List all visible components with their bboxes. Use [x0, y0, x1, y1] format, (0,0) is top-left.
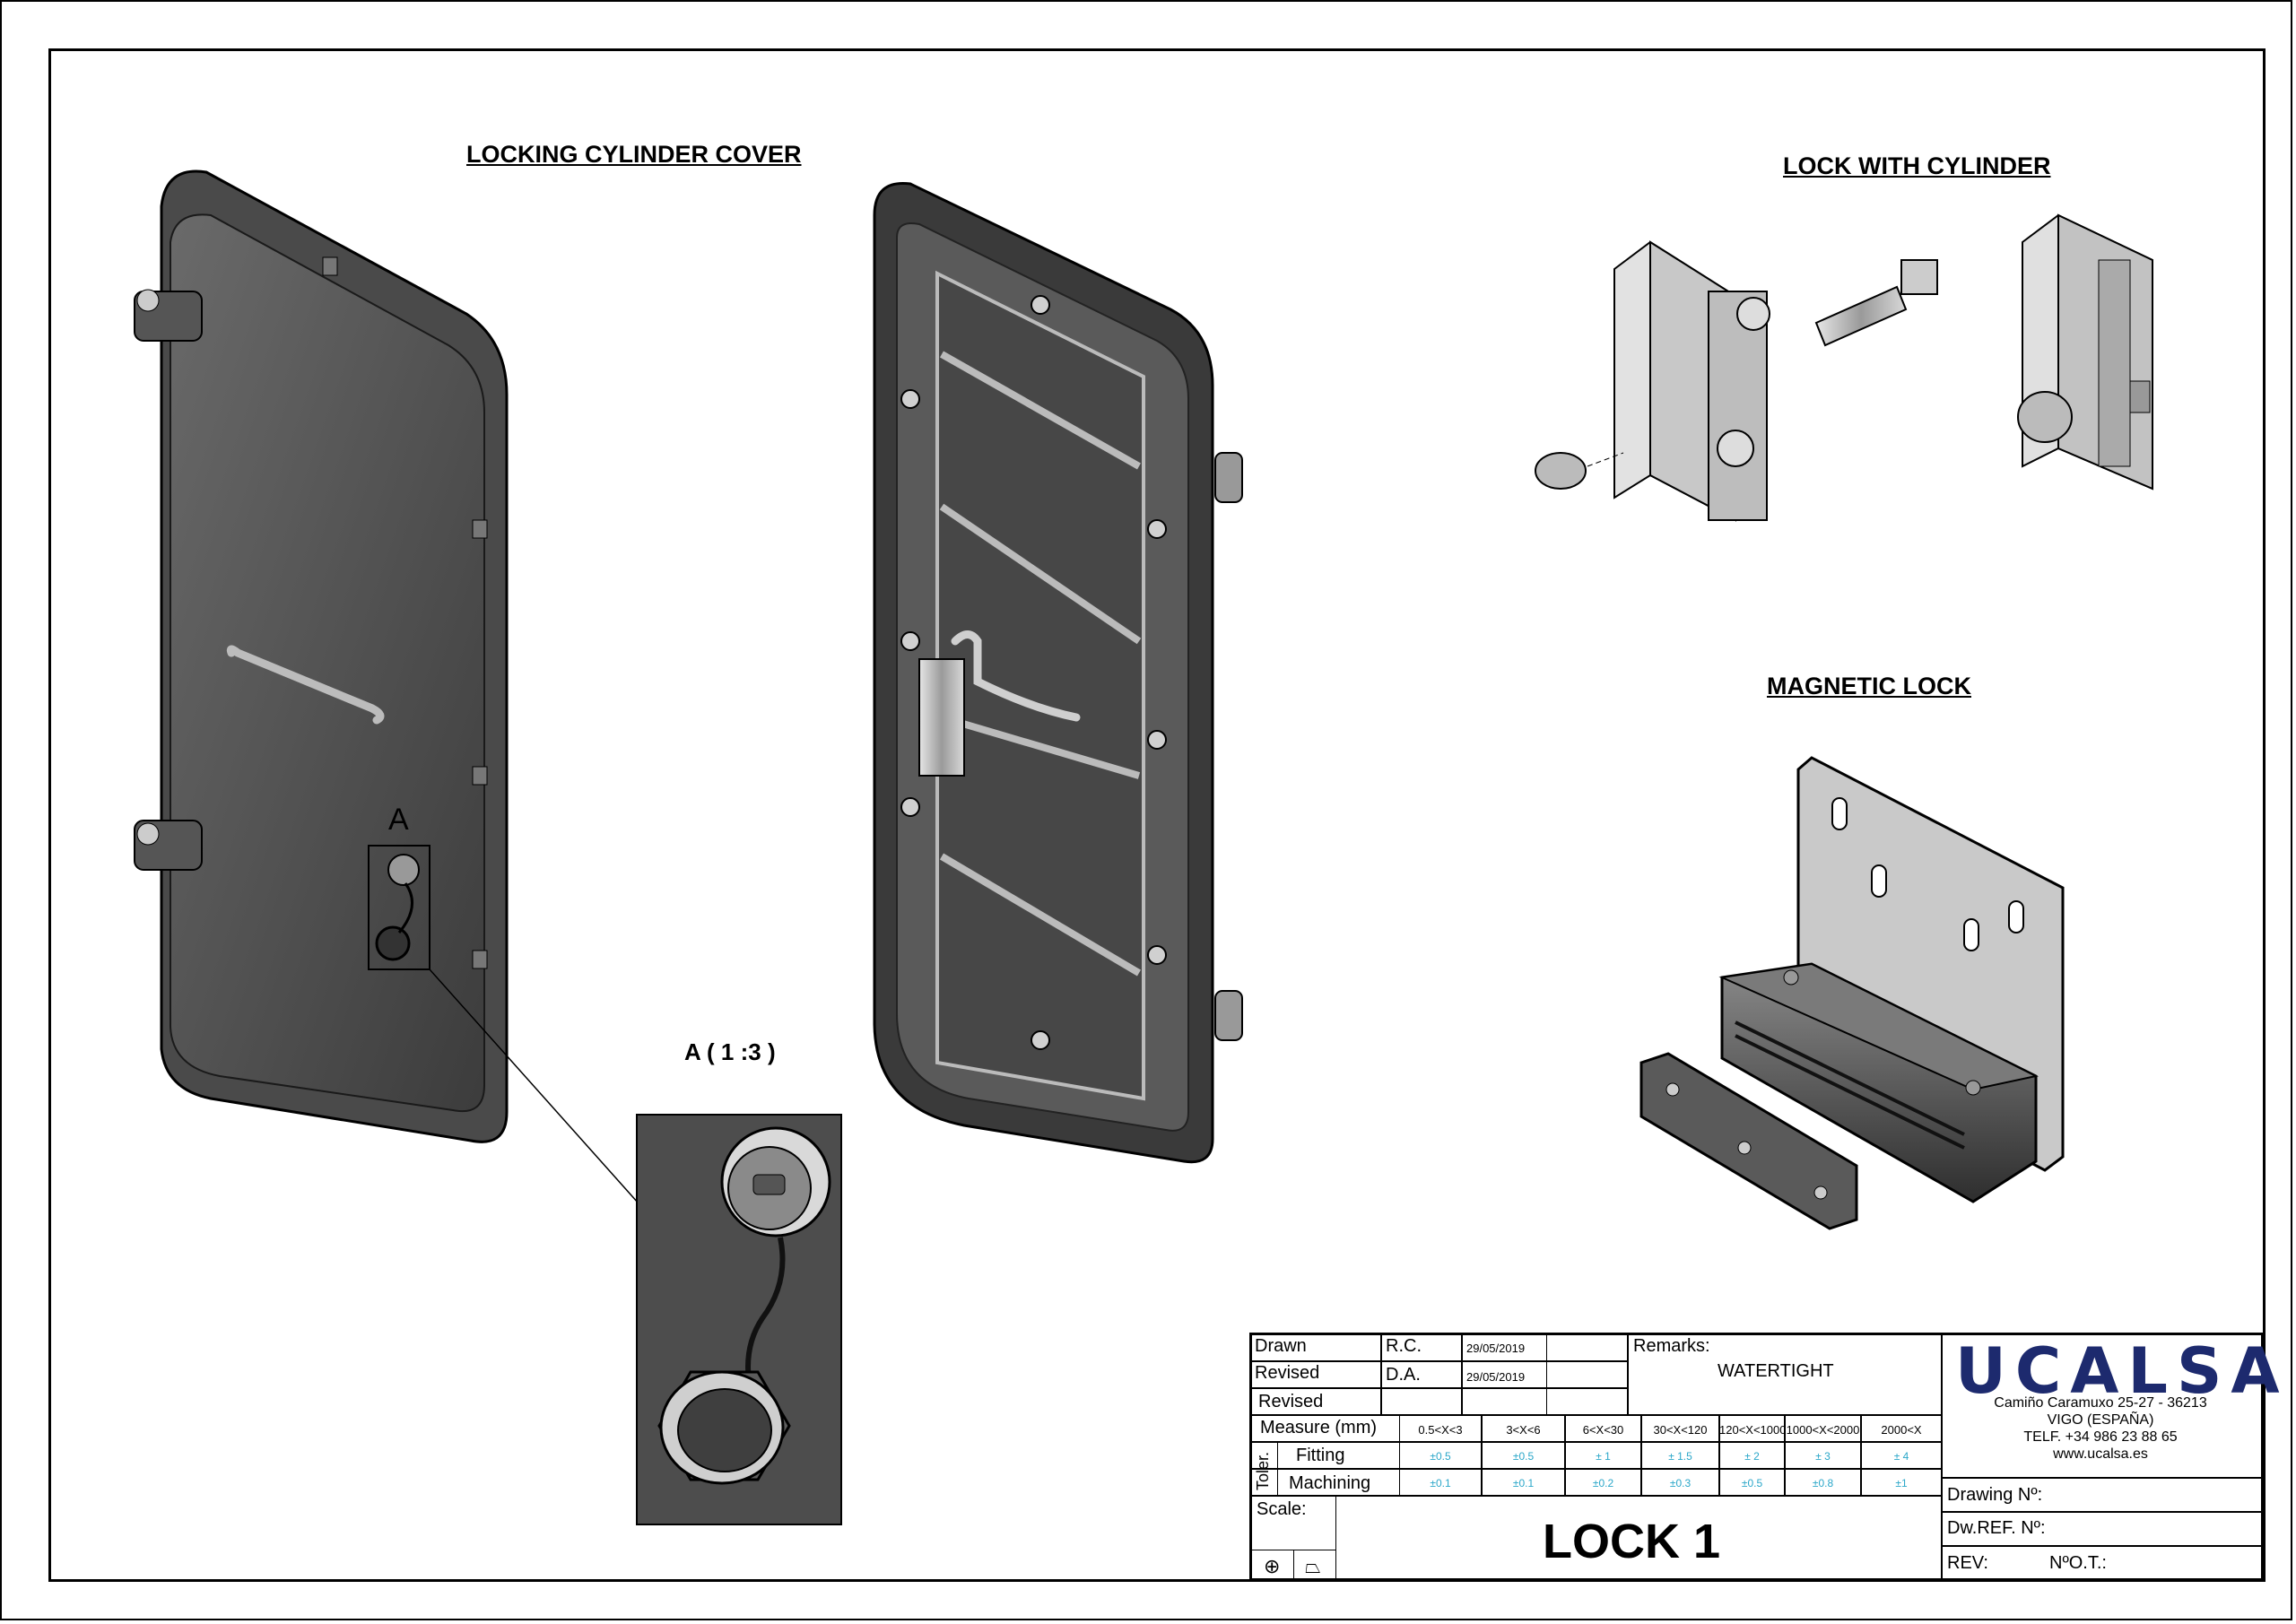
tolerance-range: 0.5<X<3 — [1418, 1423, 1463, 1437]
machining-tolerance: ±0.1 — [1512, 1477, 1535, 1489]
detail-a-view — [636, 1114, 842, 1525]
fitting-tolerance: ± 1 — [1596, 1450, 1611, 1463]
tolerance-range: 6<X<30 — [1582, 1423, 1624, 1437]
lock-cylinder-view — [1535, 213, 2153, 522]
scale-label: Scale: — [1257, 1499, 1307, 1519]
cover-door-view — [134, 169, 639, 1204]
company-address-2: VIGO (ESPAÑA) — [2047, 1412, 2154, 1428]
tolerance-range: 1000<X<2000 — [1786, 1423, 1860, 1437]
remarks-value: WATERTIGHT — [1718, 1361, 1834, 1381]
toler-label: Toler. — [1254, 1451, 1273, 1491]
door-inner-view — [873, 181, 1243, 1164]
lock-cylinder-title: LOCK WITH CYLINDER — [1783, 152, 2051, 179]
dwref-label: Dw.REF. Nº: — [1947, 1518, 2046, 1538]
drawing-title: LOCK 1 — [1543, 1515, 1721, 1568]
projection-symbol-icon: ⊕ — [1264, 1555, 1281, 1577]
tolerance-range: 3<X<6 — [1506, 1423, 1541, 1437]
fitting-tolerance: ±0.5 — [1430, 1450, 1451, 1463]
company-website: www.ucalsa.es — [2053, 1446, 2148, 1462]
ot-label: NºO.T.: — [2049, 1553, 2107, 1573]
drawn-by: R.C. — [1386, 1336, 1422, 1356]
machining-tolerance: ±0.2 — [1592, 1477, 1614, 1489]
remarks-label: Remarks: — [1633, 1336, 1710, 1356]
fitting-label: Fitting — [1296, 1446, 1345, 1465]
revised1-by: D.A. — [1386, 1365, 1421, 1385]
magnetic-lock-title: MAGNETIC LOCK — [1767, 673, 1971, 699]
machining-label: Machining — [1289, 1473, 1371, 1493]
machining-tolerance: ±0.3 — [1669, 1477, 1692, 1489]
revised1-date: 29/05/2019 — [1466, 1370, 1526, 1384]
tolerance-range: 120<X<1000 — [1719, 1423, 1787, 1437]
magnetic-lock-view — [1639, 756, 2065, 1230]
company-address-1: Camiño Caramuxo 25-27 - 36213 — [1994, 1395, 2207, 1411]
machining-tolerance: ±0.5 — [1741, 1477, 1763, 1489]
tolerance-range: 2000<X — [1881, 1423, 1922, 1437]
drawn-label: Drawn — [1255, 1336, 1307, 1356]
rev-label: REV: — [1947, 1553, 1988, 1573]
drawing-frame — [48, 48, 2266, 1582]
company-logo: UCALSA — [1955, 1334, 2289, 1408]
fitting-tolerance: ± 1.5 — [1668, 1450, 1692, 1463]
fitting-tolerance: ±0.5 — [1512, 1450, 1535, 1463]
measure-label: Measure (mm) — [1260, 1418, 1378, 1437]
detail-marker-letter: A — [388, 803, 409, 837]
tolerance-range: 30<X<120 — [1653, 1423, 1708, 1437]
cover-view-title: LOCKING CYLINDER COVER — [466, 141, 802, 168]
drawing-no-label: Drawing Nº: — [1947, 1485, 2043, 1505]
machining-tolerance: ±0.8 — [1812, 1477, 1834, 1489]
title-block: Drawn R.C. 29/05/2019 Revised D.A. 29/05… — [1249, 1333, 2280, 1580]
company-phone: TELF. +34 986 23 88 65 — [2023, 1429, 2178, 1445]
fitting-tolerance: ± 2 — [1744, 1450, 1760, 1463]
fitting-tolerance: ± 3 — [1815, 1450, 1831, 1463]
detail-scale-label: A ( 1 :3 ) — [684, 1038, 776, 1065]
projection-cone-icon: ⏢ — [1305, 1555, 1321, 1577]
drawn-date: 29/05/2019 — [1466, 1342, 1526, 1355]
revised1-label: Revised — [1255, 1363, 1320, 1383]
machining-tolerance: ±1 — [1895, 1477, 1908, 1489]
machining-tolerance: ±0.1 — [1430, 1477, 1451, 1489]
revised2-label: Revised — [1258, 1392, 1324, 1411]
fitting-tolerance: ± 4 — [1893, 1450, 1909, 1463]
